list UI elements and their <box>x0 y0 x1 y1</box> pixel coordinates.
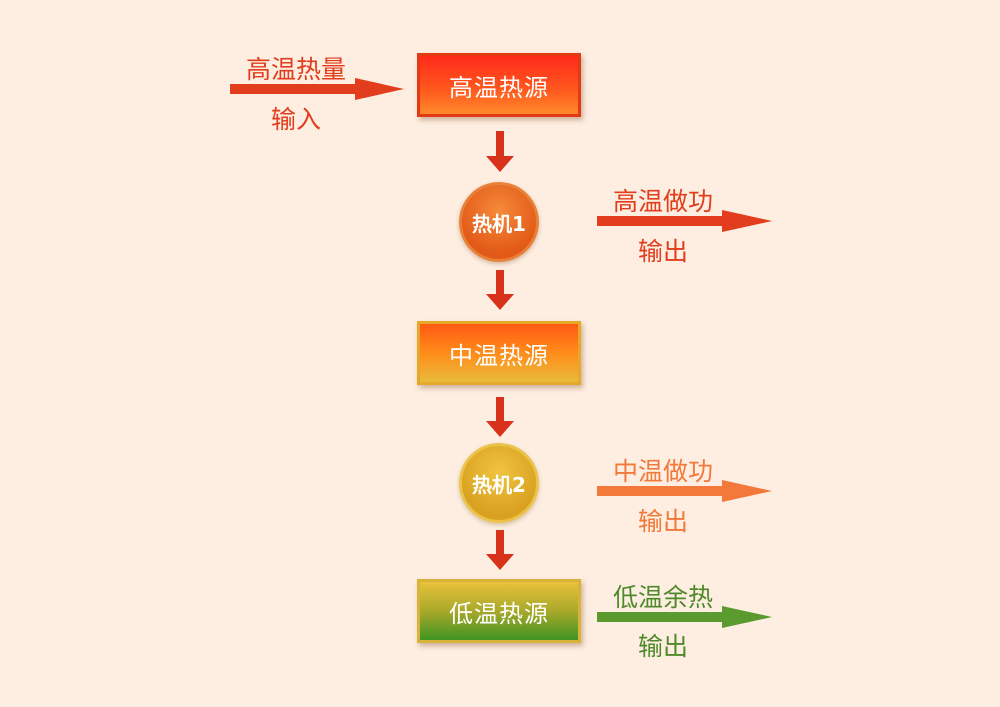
output-high-label-top: 高温做功 <box>612 187 713 216</box>
output-high-label-bottom: 输出 <box>637 237 688 266</box>
output-mid-label-bottom: 输出 <box>637 507 688 536</box>
output-arrow-high <box>597 210 772 232</box>
input-label-bottom: 输入 <box>270 105 321 134</box>
output-low-label-bottom: 输出 <box>637 632 688 661</box>
down-arrow-4 <box>486 530 514 570</box>
heat-engine-2: 热机2 <box>459 443 539 523</box>
heat-engine-1: 热机1 <box>459 182 539 262</box>
output-arrow-mid <box>597 480 772 502</box>
output-arrow-low <box>597 606 772 628</box>
input-label-top: 高温热量 <box>245 55 346 84</box>
mid-temp-source-box: 中温热源 <box>417 321 581 385</box>
input-arrow <box>230 78 404 100</box>
low-temp-source-box: 低温热源 <box>417 579 581 643</box>
output-low-label-top: 低温余热 <box>612 583 713 612</box>
output-mid-label-top: 中温做功 <box>612 457 713 486</box>
down-arrow-2 <box>486 270 514 310</box>
down-arrow-3 <box>486 397 514 437</box>
high-temp-source-box: 高温热源 <box>417 53 581 117</box>
down-arrow-1 <box>486 131 514 172</box>
